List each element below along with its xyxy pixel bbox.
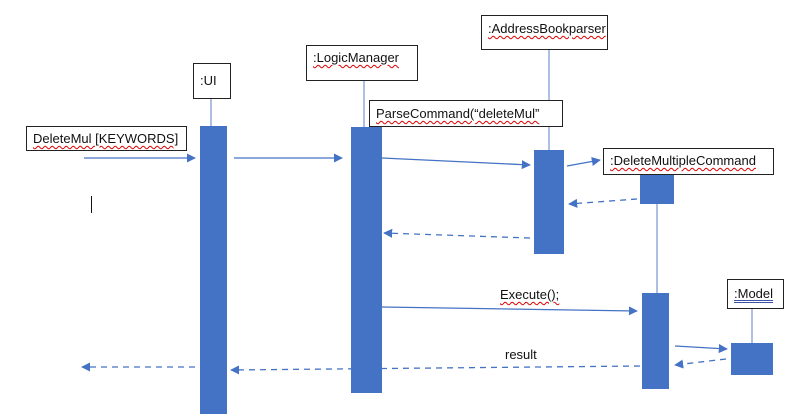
parser-return-arrow xyxy=(383,228,531,239)
command-activation xyxy=(642,293,669,389)
participant-logic-label: :LogicManager xyxy=(313,50,399,65)
command-return-arrow xyxy=(568,198,638,208)
participant-parser: :AddressBookparser xyxy=(481,15,608,50)
message-execute: Execute(); xyxy=(500,287,560,302)
parser-activation xyxy=(534,150,564,254)
participant-logic: :LogicManager xyxy=(306,45,418,81)
participant-parser-label: :AddressBookparser xyxy=(488,21,606,36)
message-deletemul-text: DeleteMul [KEYWORDS] xyxy=(33,131,179,146)
participant-model-label: :Model xyxy=(734,286,774,301)
create-command-arrow xyxy=(566,156,601,167)
participant-ui-label: :UI xyxy=(200,73,217,88)
text-cursor xyxy=(91,196,92,213)
model-activation xyxy=(731,343,773,375)
participant-ui: :UI xyxy=(193,63,231,99)
participant-command-label: :DeleteMultipleCommand xyxy=(610,153,756,168)
ui-activation xyxy=(200,126,227,414)
participant-model: :Model xyxy=(727,279,784,309)
model-return-arrow xyxy=(674,358,727,369)
message-parse-text: ParseCommand(“deleteMul” xyxy=(376,106,540,121)
result-return-arrow xyxy=(230,365,641,375)
execute-arrow xyxy=(381,306,638,316)
message-parse: ParseCommand(“deleteMul” xyxy=(369,100,563,127)
message-deletemul: DeleteMul [KEYWORDS] xyxy=(26,126,187,151)
model-call-arrow xyxy=(674,343,728,354)
parse-arrow xyxy=(381,157,531,170)
message-result: result xyxy=(505,347,537,362)
command-activation-small xyxy=(640,174,674,204)
logic-activation xyxy=(351,127,382,393)
participant-command: :DeleteMultipleCommand xyxy=(603,148,774,175)
